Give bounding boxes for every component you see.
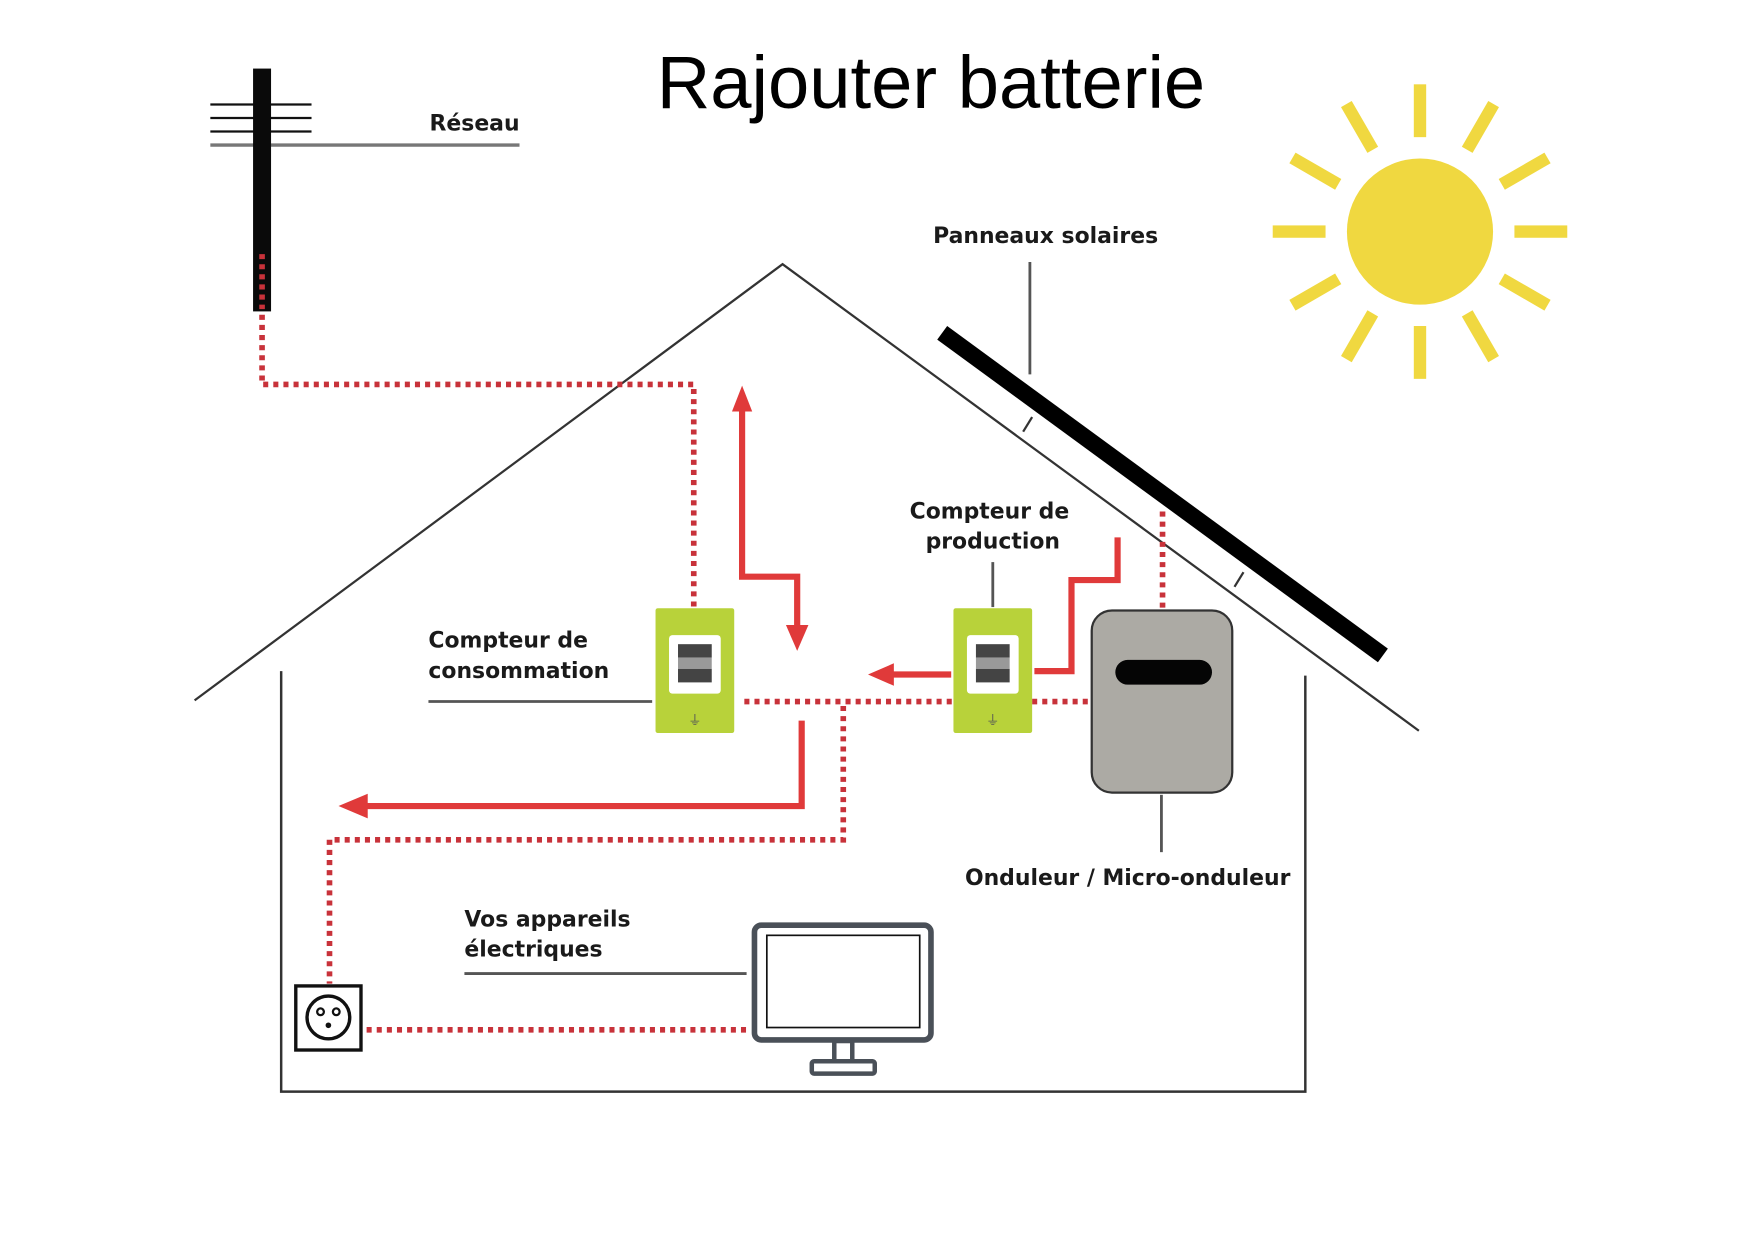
- label-grid: Réseau: [430, 111, 520, 136]
- sun-icon: [1272, 84, 1568, 379]
- appliance-cable: [326, 706, 847, 984]
- grid-cable: [259, 314, 697, 608]
- label-inverter: Onduleur / Micro-onduleur: [965, 866, 1291, 891]
- sun-ray: [1498, 152, 1551, 190]
- inverter-icon: [1090, 609, 1234, 794]
- sun-ray: [1498, 273, 1551, 311]
- flow-arrows: [338, 385, 1121, 819]
- sun-ray: [1461, 100, 1499, 153]
- svg-text:⏚: ⏚: [986, 713, 999, 729]
- monitor-icon: [751, 922, 934, 1076]
- sun-ray: [1289, 152, 1342, 190]
- outlet-icon: [294, 984, 363, 1052]
- label-production-meter-1: Compteur de: [910, 499, 1070, 524]
- label-consumption-meter-2: consommation: [428, 659, 609, 684]
- arrow-left-production: [868, 663, 894, 686]
- diagram-title: Rajouter batterie: [657, 41, 1205, 124]
- label-appliances-2: électriques: [464, 938, 602, 963]
- house-outline: [193, 262, 1420, 1093]
- svg-text:⏚: ⏚: [688, 713, 701, 729]
- utility-pole-icon: [210, 68, 520, 312]
- consumption-meter-icon: ⏚: [655, 608, 735, 733]
- sun-ray: [1413, 84, 1427, 138]
- sun-ray: [1289, 273, 1342, 311]
- sun-ray: [1461, 310, 1499, 363]
- label-consumption-meter-1: Compteur de: [428, 629, 588, 654]
- arrow-left-appliances: [338, 793, 368, 819]
- solar-panel-icon: [937, 325, 1388, 663]
- label-production-meter-2: production: [926, 530, 1060, 555]
- sun-ray: [1514, 225, 1568, 238]
- sun-ray: [1413, 326, 1427, 379]
- sun-ray: [1272, 225, 1326, 238]
- label-appliances-1: Vos appareils: [464, 907, 630, 932]
- arrow-up-to-grid: [731, 385, 753, 412]
- arrow-down-from-grid: [785, 625, 809, 651]
- sun-ray: [1341, 100, 1379, 153]
- label-solar-panels: Panneaux solaires: [933, 224, 1158, 249]
- production-meter-icon: ⏚: [953, 608, 1033, 733]
- sun-ray: [1341, 310, 1379, 363]
